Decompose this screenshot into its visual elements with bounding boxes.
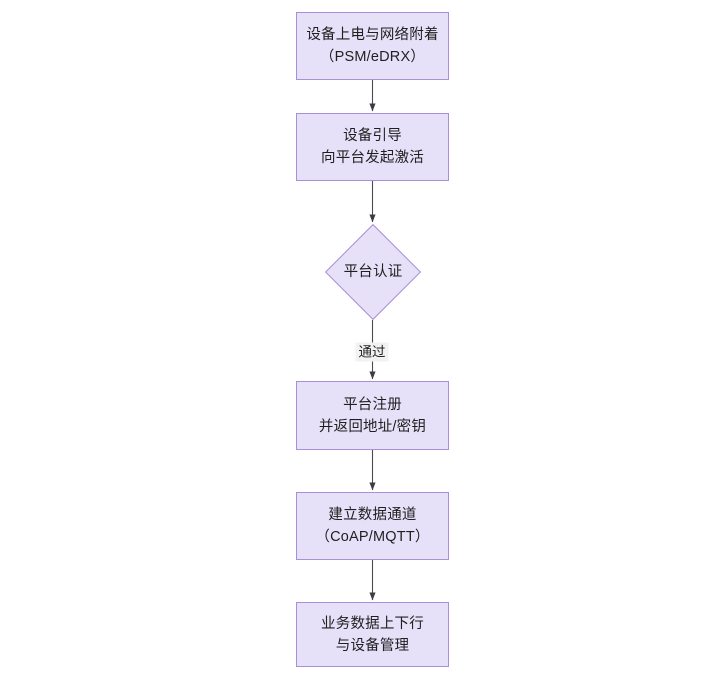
node-bootstrap-line-2: 向平台发起激活 [321, 150, 424, 166]
node-platform-register[interactable]: 平台注册 并返回地址/密钥 [296, 381, 449, 450]
edge-label-pass: 通过 [355, 342, 389, 362]
node-platform-auth-label: 平台认证 [343, 264, 403, 280]
node-power-on-line-2: （PSM/eDRX） [319, 49, 426, 65]
node-data-channel-line-1: 建立数据通道 [328, 507, 417, 523]
node-bootstrap[interactable]: 设备引导 向平台发起激活 [296, 113, 449, 181]
node-power-on-line-1: 设备上电与网络附着 [306, 27, 439, 43]
node-power-on[interactable]: 设备上电与网络附着 （PSM/eDRX） [296, 12, 449, 80]
node-platform-register-line-2: 并返回地址/密钥 [318, 418, 427, 435]
node-platform-auth[interactable]: 平台认证 [324, 223, 422, 321]
node-business-data-line-1: 业务数据上下行 [321, 615, 424, 632]
node-bootstrap-line-1: 设备引导 [343, 128, 402, 144]
node-business-data[interactable]: 业务数据上下行 与设备管理 [296, 602, 449, 667]
node-data-channel-line-2: （CoAP/MQTT） [315, 529, 430, 545]
node-business-data-line-2: 与设备管理 [335, 637, 410, 654]
node-platform-register-line-1: 平台注册 [343, 396, 402, 413]
node-data-channel[interactable]: 建立数据通道 （CoAP/MQTT） [296, 492, 449, 560]
